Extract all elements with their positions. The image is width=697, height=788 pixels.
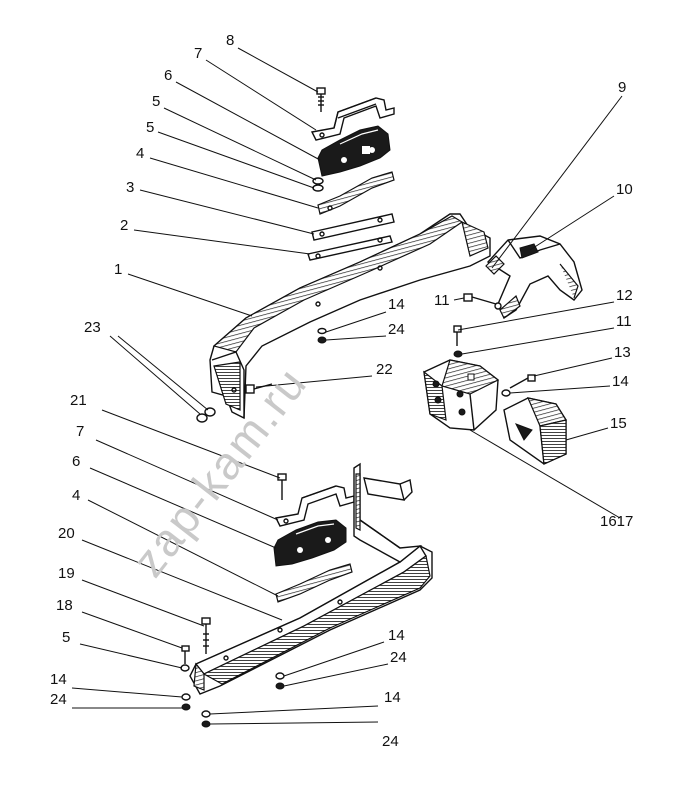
callout-11-lower: 11: [616, 313, 632, 330]
bolt-part-9: [485, 255, 505, 275]
callout-6-upper: 6: [164, 67, 172, 84]
bracket-part-10: [486, 235, 583, 320]
bolt-part-12: [453, 325, 462, 346]
bolt-part-19: [201, 617, 211, 654]
callout-4-upper: 4: [136, 145, 144, 162]
callout-7-lower: 7: [76, 423, 84, 440]
leader-lines: [71, 47, 623, 725]
callout-24-left: 24: [50, 691, 67, 708]
callout-5-upper-a: 5: [152, 93, 160, 110]
washer-part-14-right: [501, 389, 511, 397]
clamp-strap-part-7-lower: [274, 485, 355, 527]
washers-part-14-24-left: [181, 693, 191, 711]
callout-5-upper-b: 5: [146, 119, 154, 136]
callout-14-mid: 14: [388, 296, 405, 313]
callout-2: 2: [120, 217, 128, 234]
plate-part-3: [311, 213, 395, 241]
callout-4-lower: 4: [72, 487, 80, 504]
washers-part-14-24-mid: [317, 327, 327, 344]
callout-14-right: 14: [612, 373, 629, 390]
callout-11-upper: 11: [434, 292, 450, 309]
callout-24-bottom: 24: [382, 733, 399, 750]
washer-part-11-lower: [453, 350, 463, 358]
callout-22: 22: [376, 361, 393, 378]
crossbeam-part-1: [209, 213, 491, 420]
lower-frame-upright: [353, 462, 423, 563]
lower-frame-part-20: [189, 544, 433, 695]
callout-13: 13: [614, 344, 631, 361]
callout-6-lower: 6: [72, 453, 80, 470]
pad-part-4-upper: [317, 171, 395, 215]
callout-12: 12: [616, 287, 633, 304]
callout-1617: 1617: [600, 513, 633, 530]
bolt-part-8: [316, 87, 326, 112]
callout-21: 21: [70, 392, 87, 409]
callout-10: 10: [616, 181, 633, 198]
washers-part-5-upper: [312, 177, 324, 192]
callout-20: 20: [58, 525, 75, 542]
rubber-cushion-part-6-lower: [273, 519, 347, 567]
callout-14-left: 14: [50, 671, 67, 688]
callout-9: 9: [618, 79, 626, 96]
callout-19: 19: [58, 565, 75, 582]
callout-5-lower: 5: [62, 629, 70, 646]
gasket-part-2: [307, 235, 393, 261]
bolt-part-18: [181, 645, 190, 664]
callout-14-middle: 14: [388, 627, 405, 644]
washer-part-5-lower: [180, 664, 190, 672]
callout-15: 15: [610, 415, 627, 432]
callout-3: 3: [126, 179, 134, 196]
bolt-part-13: [509, 374, 536, 389]
bolt-part-11-upper: [463, 293, 502, 310]
wedge-cushion-part-15: [503, 397, 567, 465]
callout-1: 1: [114, 261, 122, 278]
washers-part-14-24-middle: [275, 672, 285, 690]
callout-24-mid: 24: [388, 321, 405, 338]
nut-part-23: [196, 407, 216, 423]
pad-part-4-lower: [275, 563, 353, 603]
callout-8: 8: [226, 32, 234, 49]
mount-block-part-16-17: [423, 359, 500, 431]
rubber-cushion-part-6-upper: [317, 125, 391, 177]
callout-7-upper: 7: [194, 45, 202, 62]
callout-24-middle: 24: [390, 649, 407, 666]
callout-14-bottom: 14: [384, 689, 401, 706]
clamp-strap-part-7-upper: [310, 97, 395, 141]
washers-part-14-24-bottom: [201, 710, 211, 728]
callout-23: 23: [84, 319, 101, 336]
callout-18: 18: [56, 597, 73, 614]
callout-labels: 8 7 6 5 5 4 3 2 1 23 9 10 11 12 11 14 24…: [50, 32, 633, 750]
